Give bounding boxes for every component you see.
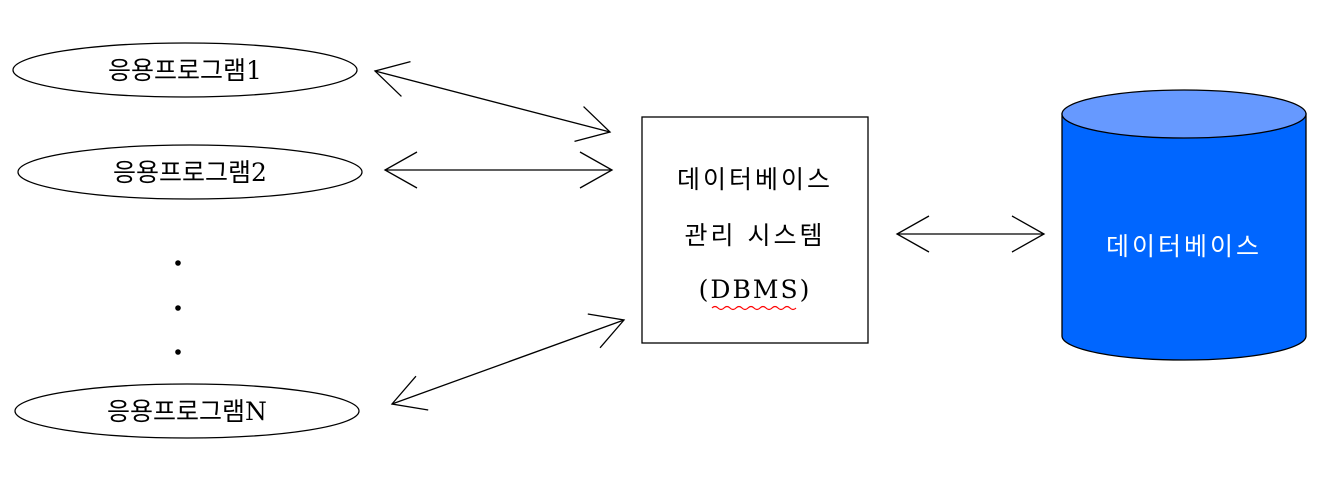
arrow-appn-dbms [390, 313, 626, 411]
database-cylinder: 데이터베이스 [1061, 89, 1307, 361]
dbms-label-line1: 데이터베이스 [677, 165, 833, 194]
application-label: 응용프로그램N [107, 397, 267, 426]
ellipsis-dot [175, 305, 181, 311]
cylinder-body [1061, 113, 1307, 361]
application-ellipse [14, 383, 360, 439]
application-label: 응용프로그램2 [113, 158, 267, 187]
ellipsis-dot [175, 260, 181, 266]
dbms-label-line2: 관리 시스템 [685, 221, 826, 250]
application-ellipse [12, 42, 358, 98]
arrow-app1-dbms [373, 60, 612, 143]
dbms-rectangle [641, 116, 869, 344]
application-node-2: 응용프로그램2 [17, 144, 363, 200]
application-node-1: 응용프로그램1 [12, 42, 358, 98]
dbms-box: 데이터베이스 관리 시스템 (DBMS) [641, 116, 869, 344]
dbms-label-line3: (DBMS) [699, 275, 812, 304]
database-label: 데이터베이스 [1106, 232, 1262, 261]
application-node-n: 응용프로그램N [14, 383, 360, 439]
application-label: 응용프로그램1 [108, 56, 262, 85]
ellipsis-dots [175, 260, 181, 355]
spellcheck-underline [711, 305, 797, 311]
cylinder-top [1061, 89, 1307, 139]
ellipsis-dot [175, 349, 181, 355]
application-ellipse [17, 144, 363, 200]
